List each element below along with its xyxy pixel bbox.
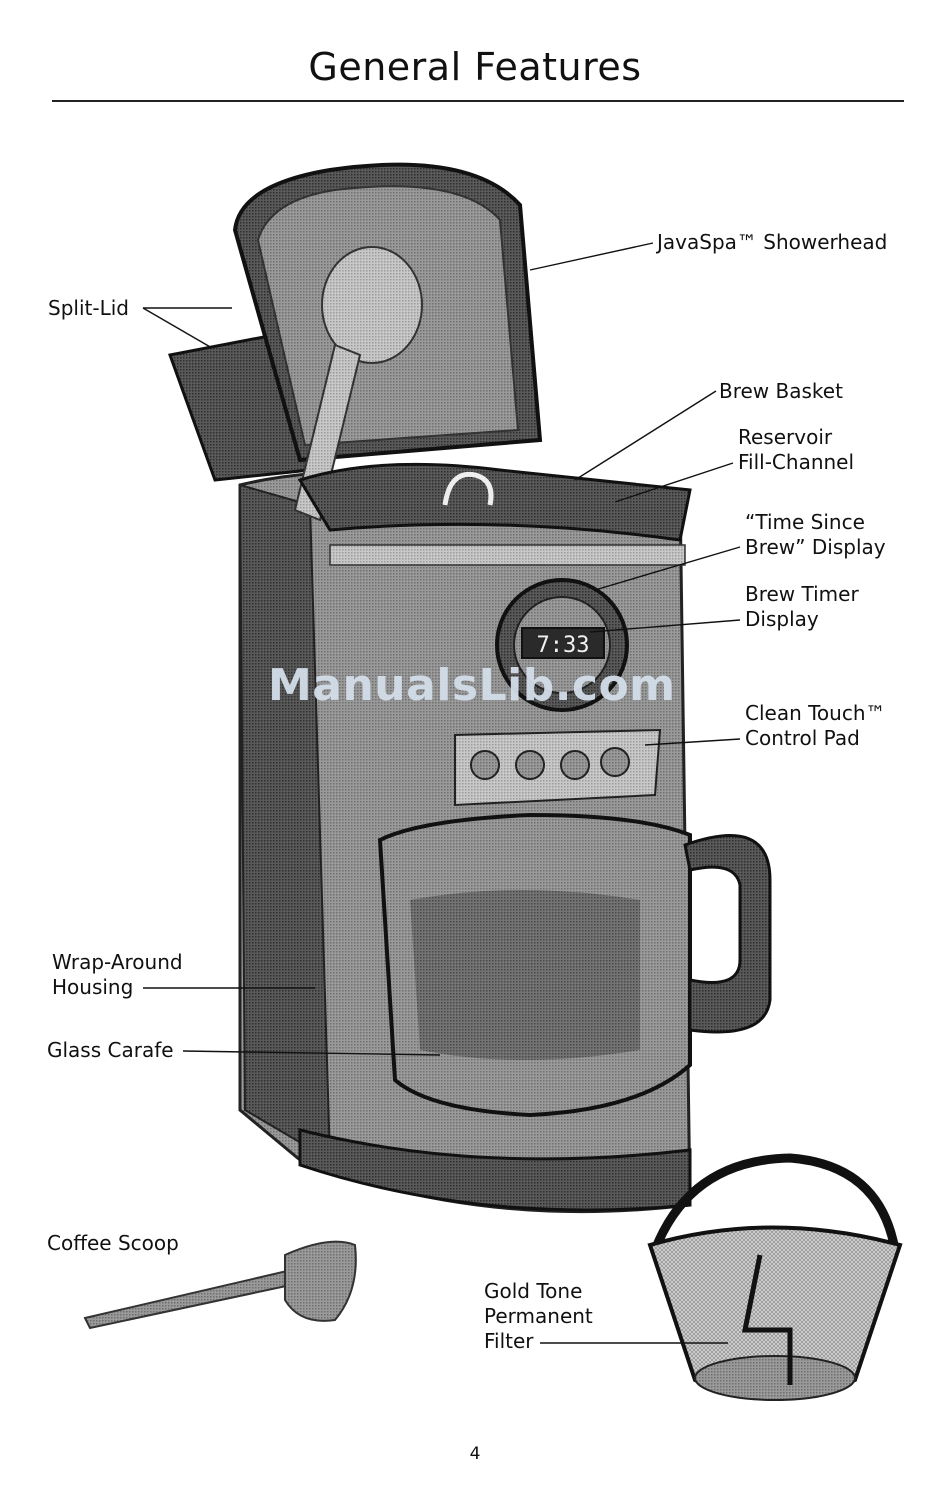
label-brew-basket: Brew Basket [719,379,843,404]
label-time-since-brew: “Time Since Brew” Display [745,510,886,560]
coffee-scoop-handle [85,1268,305,1328]
chrome-band [330,545,685,565]
label-clean-touch: Clean Touch™ Control Pad [745,701,886,751]
control-button-3 [561,751,589,779]
label-glass-carafe: Glass Carafe [47,1038,174,1063]
label-brew-timer: Brew Timer Display [745,582,859,632]
carafe-handle [685,836,770,1032]
control-button-1 [471,751,499,779]
control-button-4 [601,748,629,776]
timer-display-readout: 7:33 [537,633,590,658]
label-gold-filter: Gold Tone Permanent Filter [484,1279,593,1354]
label-reservoir: Reservoir Fill-Channel [738,425,854,475]
page-number: 4 [0,1444,950,1464]
label-coffee-scoop: Coffee Scoop [47,1231,179,1256]
carafe-glass-window [410,890,640,1060]
label-showerhead: JavaSpa™ Showerhead [657,230,887,255]
label-split-lid: Split-Lid [48,296,129,321]
label-wrap-around: Wrap-Around Housing [52,950,183,1000]
watermark-text: ManualsLib.com [268,660,676,711]
coffee-scoop-bowl [285,1242,356,1321]
gold-filter-bottom [695,1356,855,1400]
control-button-2 [516,751,544,779]
